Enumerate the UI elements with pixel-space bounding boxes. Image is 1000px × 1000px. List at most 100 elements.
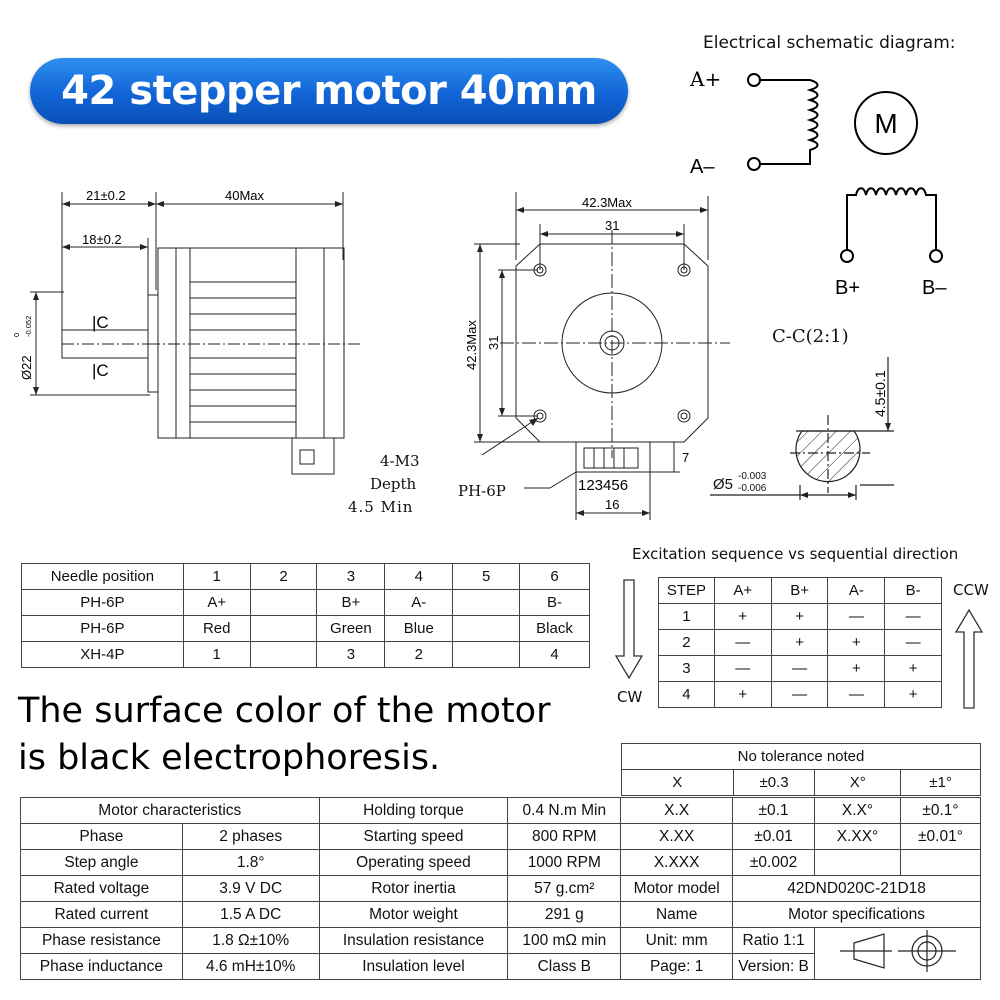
pin-header-cell: 4 bbox=[384, 563, 454, 590]
dim-18: 18±0.2 bbox=[82, 232, 122, 247]
model-label: Motor model bbox=[620, 875, 734, 902]
tol-cell: ±0.1 bbox=[732, 797, 816, 824]
spec-label: Insulation resistance bbox=[318, 927, 509, 954]
pin-cell: XH-4P bbox=[21, 641, 184, 668]
spec-value: 1.5 A DC bbox=[181, 901, 320, 928]
table-row: Motor characteristics Holding torque 0.4… bbox=[20, 797, 982, 824]
pin-cell: 1 bbox=[182, 641, 251, 668]
tol-cell bbox=[814, 849, 901, 876]
excitation-table: STEP A+ B+ A- B- 1 + + — — 2 — + + — 3 —… bbox=[658, 577, 942, 708]
tol-cell: ±1° bbox=[900, 769, 981, 796]
tol-cell: ±0.3 bbox=[732, 769, 816, 796]
tol-cell: X.XXX bbox=[620, 849, 734, 876]
section-view: 4.5±0.1 bbox=[710, 357, 894, 500]
version-label: Version: B bbox=[732, 953, 816, 980]
spec-value: 0.4 N.m Min bbox=[507, 797, 622, 824]
section-tol-lower: -0.006 bbox=[738, 483, 767, 494]
dim-height-31: 31 bbox=[486, 336, 501, 350]
exc-header-cell: B+ bbox=[770, 577, 829, 604]
table-row: PH-6P A+ B+ A- B- bbox=[21, 589, 590, 616]
spec-value: 800 RPM bbox=[507, 823, 622, 850]
schematic-diagram: A+ A– M B+ B– bbox=[689, 67, 947, 299]
exc-cell: + bbox=[770, 629, 829, 656]
spec-label: Phase inductance bbox=[20, 953, 183, 980]
spec-value: Class B bbox=[507, 953, 622, 980]
schematic-caption: Electrical schematic diagram: bbox=[703, 33, 956, 53]
table-row: Rated voltage 3.9 V DC Rotor inertia 57 … bbox=[20, 875, 981, 902]
spec-table: Motor characteristics Holding torque 0.4… bbox=[20, 797, 982, 980]
spec-value: 1000 RPM bbox=[507, 849, 622, 876]
pin-header-cell: 5 bbox=[452, 563, 521, 590]
pin-header-cell: 1 bbox=[182, 563, 251, 590]
excitation-header: STEP A+ B+ A- B- bbox=[658, 577, 942, 604]
tolerance-title-row: No tolerance noted bbox=[621, 743, 981, 770]
side-view-drawing: 21±0.2 40Max 18±0.2 Ø22 0 -0.052 |C |C bbox=[12, 188, 360, 475]
dim-connector-7: 7 bbox=[682, 450, 689, 465]
projection-symbol-cell bbox=[814, 927, 981, 980]
tol-cell: ±0.01 bbox=[732, 823, 816, 850]
exc-cell: — bbox=[713, 655, 772, 682]
exc-header-cell: A- bbox=[827, 577, 886, 604]
pin-header-cell: 3 bbox=[316, 563, 386, 590]
motor-symbol bbox=[854, 91, 918, 155]
pin-cell: 3 bbox=[316, 641, 386, 668]
b-plus-label: B+ bbox=[835, 277, 860, 299]
pin-cell: Green bbox=[316, 615, 386, 642]
cw-label: CW bbox=[617, 688, 643, 706]
surface-note-line1: The surface color of the motor bbox=[18, 691, 551, 731]
spec-label: Motor weight bbox=[318, 901, 509, 928]
holes-spec-line2: Depth bbox=[370, 475, 417, 493]
section-diameter: Ø5 bbox=[713, 476, 734, 493]
table-row: Phase 2 phases Starting speed 800 RPM X.… bbox=[20, 823, 982, 850]
table-row: XH-4P 1 3 2 4 bbox=[21, 641, 590, 668]
spec-value: 3.9 V DC bbox=[181, 875, 320, 902]
spec-label: Phase resistance bbox=[20, 927, 183, 954]
pin-cell: Black bbox=[519, 615, 590, 642]
ratio-label: Ratio 1:1 bbox=[732, 927, 816, 954]
pin-cell: B+ bbox=[316, 589, 386, 616]
spec-label: Rotor inertia bbox=[318, 875, 509, 902]
name-value: Motor specifications bbox=[732, 901, 981, 928]
tol-cell: X.XX° bbox=[814, 823, 901, 850]
excitation-title: Excitation sequence vs sequential direct… bbox=[632, 545, 959, 563]
exc-cell: + bbox=[827, 655, 886, 682]
exc-cell: + bbox=[827, 629, 886, 656]
pin-cell bbox=[452, 615, 521, 642]
exc-header-cell: A+ bbox=[713, 577, 772, 604]
exc-cell: 1 bbox=[658, 603, 715, 630]
table-row: 4 + — — + bbox=[658, 681, 942, 708]
exc-cell: + bbox=[713, 681, 772, 708]
cw-arrow-icon bbox=[614, 579, 644, 680]
table-row: X ±0.3 X° ±1° bbox=[621, 769, 981, 796]
pin-cell bbox=[249, 615, 318, 642]
coil-b bbox=[846, 187, 937, 250]
pin-header-cell: 2 bbox=[249, 563, 318, 590]
dim-connector-16: 16 bbox=[605, 497, 619, 512]
coil-a bbox=[760, 79, 819, 165]
exc-cell: + bbox=[884, 655, 942, 682]
table-row: Phase resistance 1.8 Ω±10% Insulation re… bbox=[20, 927, 981, 980]
tol-cell: ±0.01° bbox=[899, 823, 982, 850]
spec-label: Phase bbox=[20, 823, 183, 850]
exc-cell: — bbox=[884, 629, 942, 656]
dim-height-42: 42.3Max bbox=[464, 320, 479, 370]
exc-header-cell: B- bbox=[884, 577, 942, 604]
holes-spec-line1: 4-M3 bbox=[380, 452, 420, 470]
connector-pin-numbers: 123456 bbox=[578, 477, 628, 494]
page-label: Page: 1 bbox=[620, 953, 734, 980]
exc-cell: — bbox=[770, 655, 829, 682]
dim-width-31: 31 bbox=[605, 218, 619, 233]
tol-cell: X.XX bbox=[620, 823, 734, 850]
spec-value: 1.8 Ω±10% bbox=[181, 927, 320, 954]
spec-label: Operating speed bbox=[318, 849, 509, 876]
pin-table-header: Needle position 1 2 3 4 5 6 bbox=[21, 563, 590, 590]
shaft-tol-lower: -0.052 bbox=[24, 316, 33, 337]
tol-cell: X° bbox=[814, 769, 902, 796]
dim-width-42: 42.3Max bbox=[582, 195, 632, 210]
exc-cell: 4 bbox=[658, 681, 715, 708]
terminal-b-minus bbox=[929, 249, 943, 263]
exc-cell: 2 bbox=[658, 629, 715, 656]
section-mark-top: |C bbox=[92, 313, 109, 332]
spec-value: 291 g bbox=[507, 901, 622, 928]
spec-header: Motor characteristics bbox=[20, 797, 320, 824]
